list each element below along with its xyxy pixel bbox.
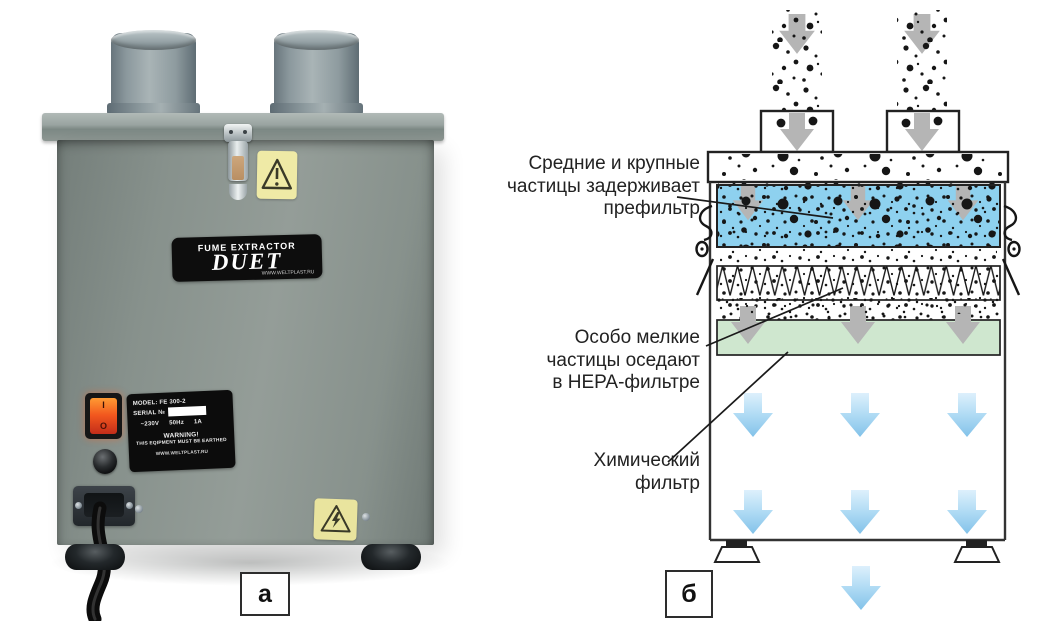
- inlet-duct-left: [759, 109, 835, 154]
- hepa-label: Особо мелкие частицы оседают в HEPA-филь…: [546, 327, 700, 393]
- leader-chemical: [667, 351, 789, 463]
- high-voltage-sticker: [313, 498, 358, 541]
- warning-sticker: [256, 150, 298, 200]
- chemical-label: Химический фильтр: [593, 450, 700, 494]
- panel-a-label: а: [240, 572, 290, 616]
- gap-particles: [720, 248, 997, 266]
- latch-strap: [232, 156, 244, 180]
- power-switch[interactable]: I O: [85, 393, 122, 439]
- intake-pipe-right: [270, 30, 363, 115]
- warning-triangle-icon: [261, 158, 292, 190]
- high-voltage-icon: [320, 505, 351, 533]
- diagram-foot-left: [713, 540, 761, 563]
- fuse-holder[interactable]: [93, 449, 117, 474]
- chemical-filter-layer: [716, 300, 1001, 356]
- panel-screw-right: [362, 513, 370, 521]
- dirty-air-stream-right: [897, 10, 947, 112]
- power-switch-rocker[interactable]: I O: [90, 398, 117, 434]
- clean-air-arrows: [733, 393, 987, 610]
- prefilter-layer: [716, 183, 1001, 248]
- inlet-screw-right: [126, 502, 133, 509]
- latch-catch: [224, 124, 252, 142]
- latch-hook: [229, 184, 247, 200]
- inlet-screw-left: [75, 502, 82, 509]
- switch-off-glyph: O: [99, 421, 107, 431]
- power-cord: [86, 501, 111, 621]
- device-foot-left: [65, 544, 125, 570]
- leader-prefilter: [676, 196, 834, 219]
- dirty-air-stream-left: [772, 10, 822, 112]
- intake-pipe-left: [107, 30, 200, 115]
- device-foot-right: [361, 544, 421, 570]
- switch-on-glyph: I: [102, 400, 105, 410]
- side-clamp-left: [695, 204, 715, 296]
- panel-screw-left: [135, 505, 143, 513]
- hepa-layer: [716, 265, 1001, 301]
- leader-lines: [667, 196, 844, 463]
- top-chamber-particles: [712, 154, 1004, 180]
- device-body: [57, 140, 434, 545]
- side-clamp-right: [1001, 204, 1021, 296]
- leader-hepa: [705, 287, 844, 347]
- panel-b-label: б: [665, 570, 713, 618]
- diagram-foot-right: [953, 540, 1001, 563]
- inlet-duct-right: [885, 109, 961, 154]
- prefilter-label: Средние и крупные частицы задерживает пр…: [506, 153, 700, 219]
